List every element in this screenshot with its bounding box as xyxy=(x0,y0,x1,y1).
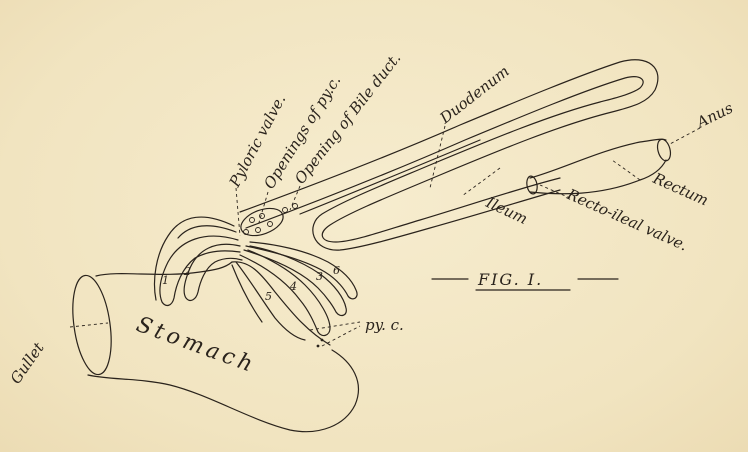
gullet-opening xyxy=(67,273,117,377)
anus-opening xyxy=(655,138,672,162)
caecum-number-1: 1 xyxy=(162,274,169,287)
caecum-number-3: 3 xyxy=(316,270,323,283)
label-gullet: Gullet xyxy=(7,338,49,387)
label-pyc: py. c. xyxy=(365,316,404,334)
leader-lines xyxy=(70,126,700,347)
caecum-number-4: 4 xyxy=(289,280,297,293)
caecum-number-6: 6 xyxy=(333,264,340,277)
figure-caption: FIG. I. xyxy=(432,270,618,290)
label-anus: Anus xyxy=(692,99,736,133)
label-ileum: Ileum xyxy=(482,193,530,228)
label-stomach: Stomach xyxy=(133,312,260,378)
label-rectum: Rectum xyxy=(649,169,711,210)
pyloric-openings xyxy=(237,203,297,241)
caecum-number-2: 2 xyxy=(183,265,191,278)
intestine xyxy=(240,60,673,250)
label-recto-ileal-valve: Recto-ileal valve. xyxy=(563,185,690,255)
labels: Gullet Stomach Pyloric valve. Openings o… xyxy=(7,49,737,387)
caecum-number-5: 5 xyxy=(265,290,272,303)
label-duodenum: Duodenum xyxy=(436,62,513,128)
figure-caption-text: FIG. I. xyxy=(477,270,543,289)
